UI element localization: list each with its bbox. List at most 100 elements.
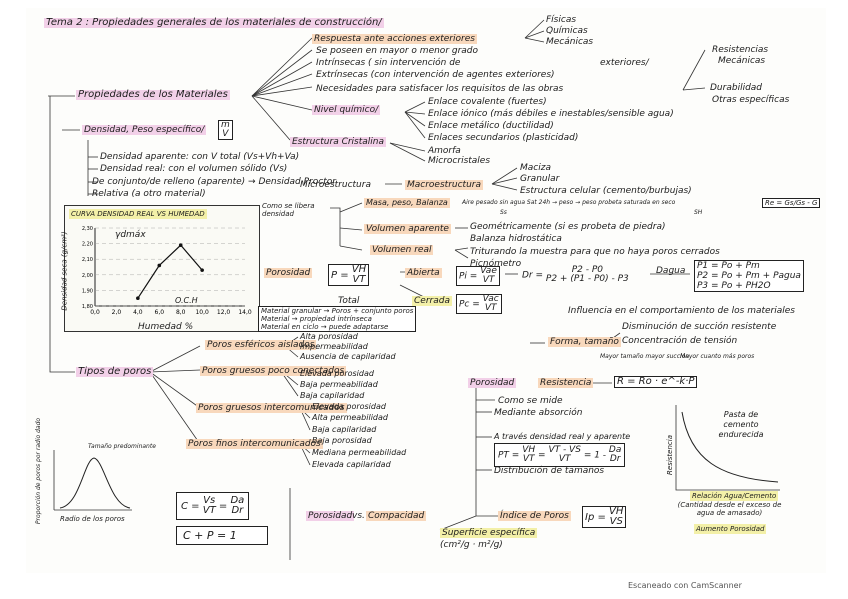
dr-den: P2 + (P1 - P0) - P3 — [546, 274, 629, 284]
chart-y-tick-label: 2,00 — [82, 273, 93, 279]
prop-intrinsecas: Intrínsecas ( sin intervención de — [316, 58, 460, 68]
chart-max-label: γdmáx — [115, 230, 146, 240]
chart-data-point — [136, 296, 140, 300]
curve2-note: (Cantidad desde el exceso de agua de ama… — [672, 501, 787, 517]
necesidad-durabilidad: Durabilidad — [710, 83, 762, 93]
humedad-note-2: densidad — [262, 210, 294, 218]
dr-formula: Dr = P2 - P0P2 + (P1 - P0) - P3 — [522, 266, 629, 284]
c-den2: Dr — [231, 505, 243, 516]
volumen-geom: Geométricamente (si es probeta de piedra… — [470, 222, 665, 232]
tipos-node: Tipos de poros — [76, 367, 153, 377]
porosidad-node: Porosidad — [264, 268, 312, 278]
accion-quimicas: Químicas — [546, 26, 588, 36]
page-title: Tema 2 : Propiedades generales de los ma… — [44, 18, 384, 28]
chart-x-tick-label: 8,0 — [176, 309, 186, 316]
estructura-micro: Microcristales — [428, 156, 490, 166]
influencia-label: Influencia en el comportamiento de los m… — [568, 306, 795, 316]
prop-intrinsecas-end: exteriores/ — [600, 58, 649, 68]
pt-formula: PT = VHVT = VT - VSVT = 1 - DaDr — [494, 443, 625, 467]
densidad-den: V — [222, 129, 228, 139]
chart-y-tick-label: 1,90 — [82, 288, 93, 294]
indice-poros: Índice de Poros — [498, 511, 571, 521]
pt-den1: VT — [523, 454, 535, 464]
chart-x-tick-label: 14,0 — [238, 309, 252, 316]
forma-mayor-poros: Mayor cuanto más poros — [680, 352, 754, 362]
volumen-real: Volumen real — [370, 245, 433, 255]
masa-note: Aire pesado sin agua Sat 24h → peso → pe… — [462, 198, 675, 208]
volumen-aparente: Volumen aparente — [364, 224, 451, 234]
chart-xlabel: Humedad % — [138, 322, 193, 332]
prop-grado: Se poseen en mayor o menor grado — [316, 46, 478, 56]
cerrada-node: Cerrada — [412, 296, 452, 306]
chart-x-tick-label: 6,0 — [155, 309, 165, 316]
dist-xlabel: Radio de los poros — [60, 514, 125, 524]
volumen-triturando: Triturando la muestra para que no haya p… — [470, 247, 720, 257]
tipo-gruesos-inter-2: Alta permeabilidad — [312, 413, 388, 423]
chart-data-point — [200, 268, 204, 272]
tipo-esfericos-2: Impermeabilidad — [300, 342, 368, 352]
chart-x-tick-label: 10,0 — [195, 309, 209, 316]
pa-lhs: Pi = — [459, 272, 477, 282]
densidad-real: Densidad real: con el volumen sólido (Vs… — [100, 164, 287, 174]
p-formula: P = VH VT — [328, 264, 369, 286]
re-den: Gs - G — [796, 199, 817, 207]
dist-ylabel: Proporción de poros por radio dado — [34, 418, 44, 524]
nivel-quimico: Nivel químico/ — [312, 105, 380, 115]
chart-plot: 2,302,202,102,001,901,800,02,04,06,08,01… — [65, 206, 259, 331]
curve2-title: Pasta de cemento endurecida — [706, 410, 776, 440]
tipo-gruesos-inter-1: Elevada porosidad — [312, 402, 386, 412]
tipo-gruesos-inter-3: Baja capilaridad — [312, 425, 376, 435]
mide-absorcion: Mediante absorción — [494, 408, 582, 418]
macroestructura: Macroestructura — [405, 180, 483, 190]
dist-peak: Tamaño predominante — [88, 442, 156, 452]
estructura-amorfa: Amorfa — [428, 146, 461, 156]
estructura-cristalina: Estructura Cristalina — [290, 137, 386, 147]
pesos-box: P1 = Po + Pm P2 = Po + Pm + Pagua P3 = P… — [694, 260, 804, 292]
superficie-label: Superficie específica — [440, 528, 537, 538]
tipo-gruesos-poco-3: Baja capilaridad — [300, 391, 364, 401]
chart-x-tick-label: 0,0 — [90, 309, 100, 316]
accion-mecanicas: Mecánicas — [546, 37, 593, 47]
masa-ss: Ss — [500, 208, 507, 218]
vs-porosidad: Porosidad — [306, 511, 354, 521]
humedad-note: Como se libera densidad — [262, 202, 314, 218]
masa-sh: SH — [694, 208, 702, 218]
pa-den: VT — [483, 275, 495, 285]
microestructura: Microestructura — [300, 180, 371, 190]
r-formula: R = Ro · e^-k·P — [614, 376, 697, 388]
peso-2: P2 = Po + Pm + Pagua — [697, 271, 801, 281]
pc-den: VT — [485, 303, 497, 313]
dagua-label: Dagua — [656, 266, 685, 276]
p-lhs: P = — [331, 270, 349, 281]
macro-granular: Granular — [520, 174, 559, 184]
chart-ylabel: Densidad seca (g/cm³) — [60, 231, 70, 310]
curve2-note2: Aumento Porosidad — [694, 524, 766, 534]
tipo-finos-inter-1: Baja porosidad — [312, 436, 372, 446]
forma-node: Forma, tamaño — [548, 337, 621, 347]
abierta-node: Abierta — [405, 268, 442, 278]
tipo-finos-inter-3: Elevada capilaridad — [312, 460, 391, 470]
necesidad-resistencias: Resistencias — [712, 45, 768, 55]
tipo-esfericos-1: Alta porosidad — [300, 332, 358, 342]
pc-lhs: Pc = — [459, 300, 480, 310]
humedad-note-1: Como se libera — [262, 202, 314, 210]
chart-x-tick-label: 2,0 — [112, 309, 122, 316]
porosidad2-node: Porosidad — [468, 378, 516, 388]
forma-disminucion: Disminución de succión resistente — [622, 322, 776, 332]
superficie-units: (cm²/g · m²/g) — [440, 540, 503, 550]
pt-den2: VT — [559, 454, 571, 464]
enlace-ionico: Enlace iónico (más débiles e inestables/… — [428, 109, 674, 119]
tipo-esfericos-3: Ausencia de capilaridad — [300, 352, 396, 362]
distribucion-tamanos: Distribución de tamaños — [494, 466, 604, 476]
re-formula: Re = Gs/Gs - G — [762, 198, 820, 208]
mide-densidad: A través densidad real y aparente — [494, 432, 630, 442]
ip-lhs: Ip = — [585, 512, 606, 523]
total-1: Material granular → Poros + conjunto por… — [261, 307, 413, 315]
prop-respuesta: Respuesta ante acciones exteriores — [312, 34, 477, 44]
densidad-relativa: Relativa (a otro material) — [92, 189, 206, 199]
densidad-aparente: Densidad aparente: con V total (Vs+Vh+Va… — [100, 152, 299, 162]
resistencia-node: Resistencia — [538, 378, 593, 388]
densidad-formula: m V — [218, 120, 233, 140]
tipo-finos-inter: Poros finos intercomunicados — [186, 439, 323, 449]
c-den1: VT — [203, 505, 216, 516]
